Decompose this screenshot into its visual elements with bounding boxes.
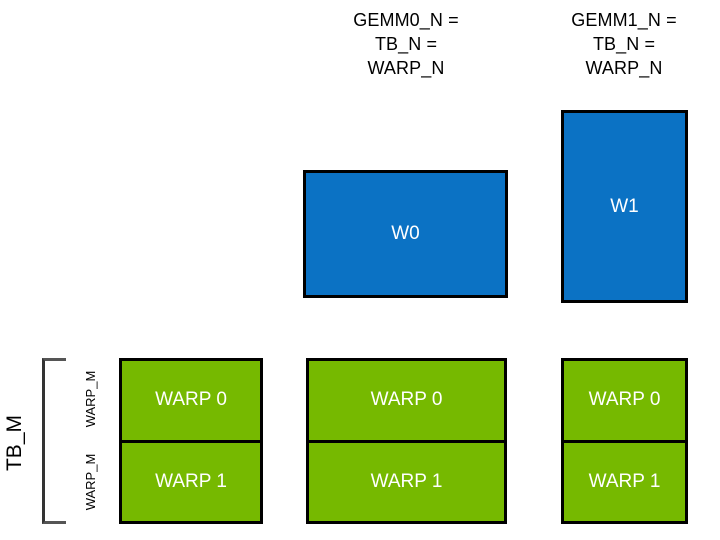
warp-tile: WARP 0	[122, 361, 260, 440]
warp-tile-label: WARP 1	[155, 470, 227, 492]
column-header-gemm1: GEMM1_N = TB_N = WARP_N	[571, 10, 677, 78]
warp-tile: WARP 0	[309, 361, 504, 440]
warp-stack-right: WARP 0 WARP 1	[561, 358, 688, 524]
warp-tile: WARP 1	[564, 439, 685, 521]
warp-stack-middle: WARP 0 WARP 1	[306, 358, 507, 524]
warp-tile-label: WARP 0	[155, 389, 227, 411]
warp-box-w1: W1	[561, 110, 688, 303]
axis-label-warp-m-top: WARP_M	[83, 370, 98, 428]
warp-stack-left: WARP 0 WARP 1	[119, 358, 263, 524]
tb-m-bracket	[42, 358, 66, 524]
column-header-gemm0: GEMM0_N = TB_N = WARP_N	[353, 10, 459, 78]
warp-tile: WARP 1	[122, 439, 260, 521]
warp-box-w1-label: W1	[610, 195, 639, 217]
warp-box-w0-label: W0	[391, 223, 420, 244]
axis-label-tb-m: TB_M	[3, 415, 26, 472]
warp-box-w0: W0	[303, 170, 508, 298]
warp-tile-label: WARP 1	[370, 470, 443, 492]
axis-label-warp-m-bottom: WARP_M	[83, 453, 98, 511]
warp-tile-label: WARP 0	[588, 389, 661, 411]
warp-tile: WARP 1	[309, 439, 504, 521]
warp-tile: WARP 0	[564, 361, 685, 440]
warp-tile-label: WARP 0	[370, 389, 443, 411]
warp-tile-label: WARP 1	[588, 470, 661, 492]
